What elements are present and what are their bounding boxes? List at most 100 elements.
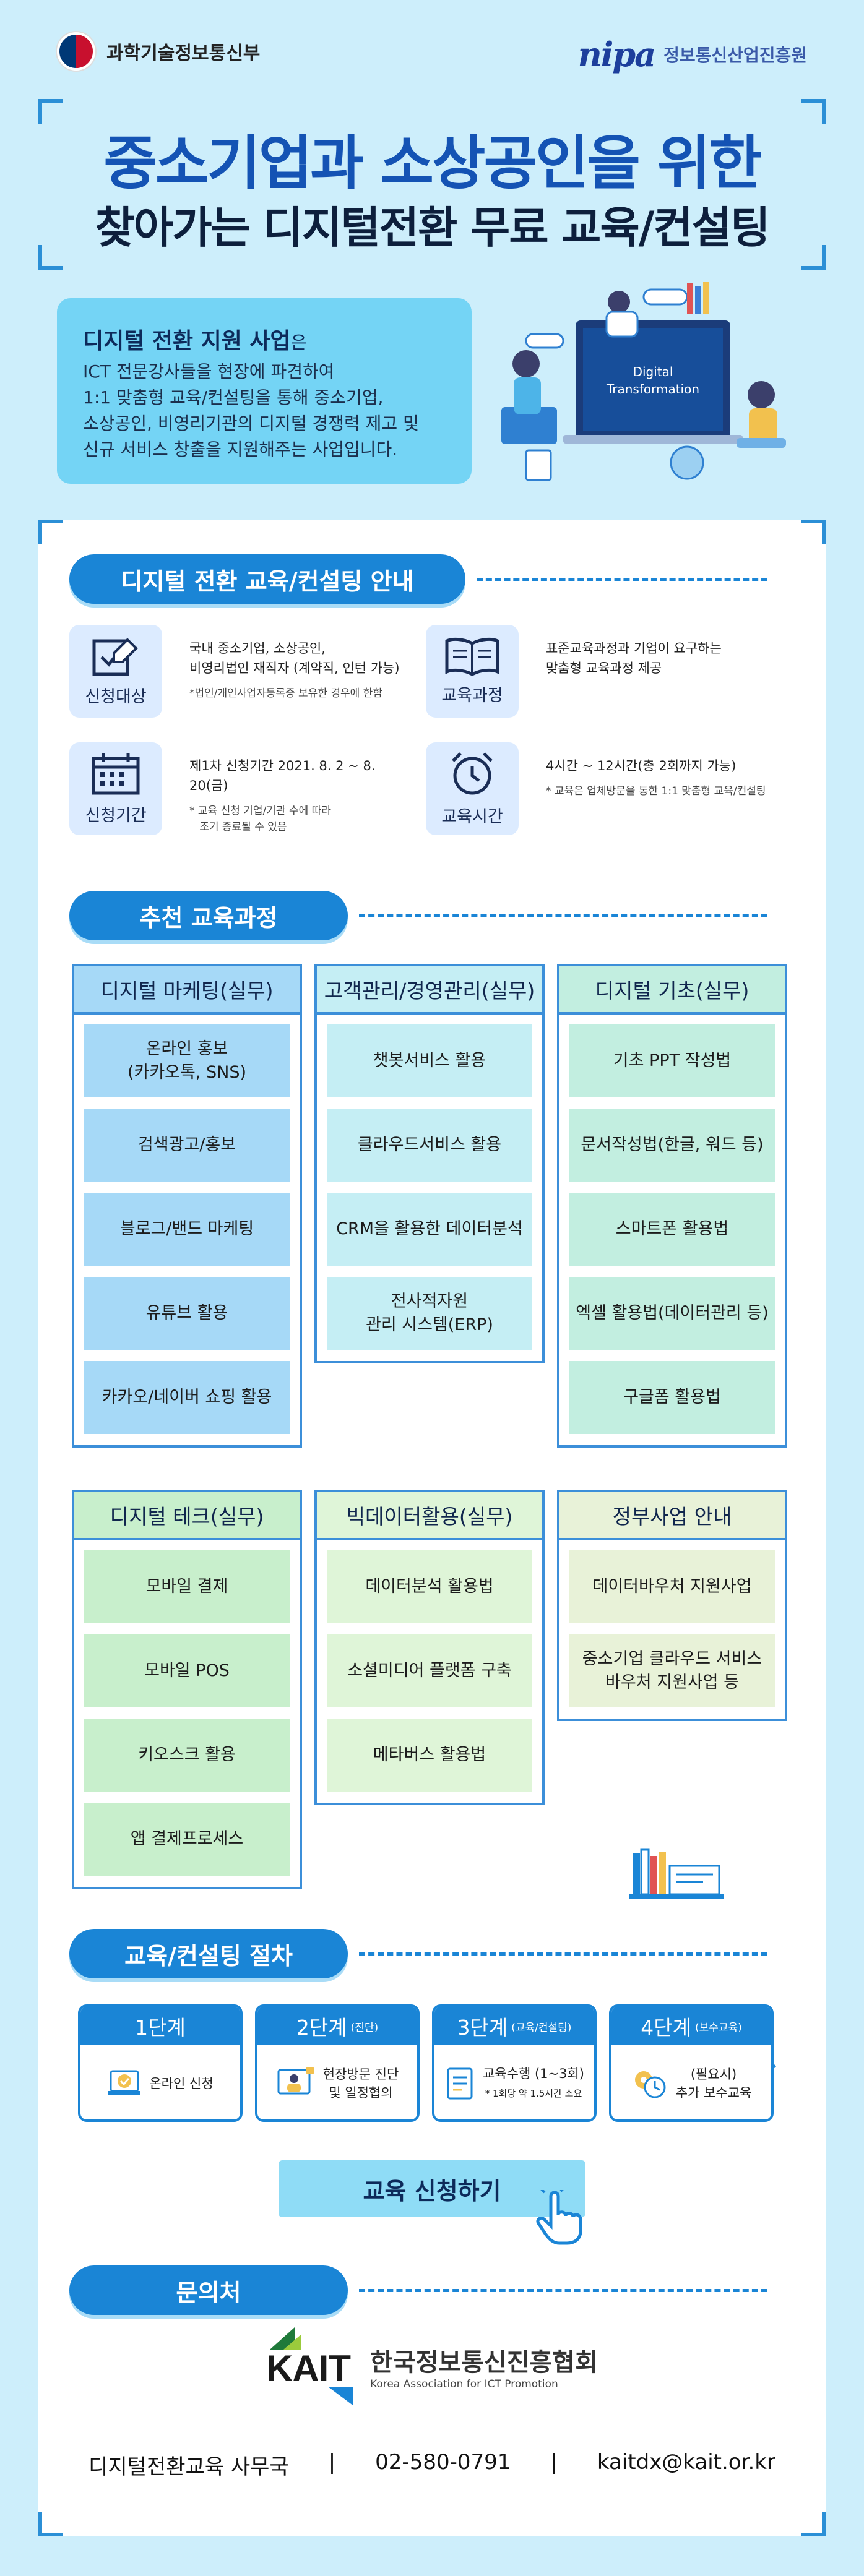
frame-corner xyxy=(801,2512,826,2536)
course-item: 카카오/네이버 쇼핑 활용 xyxy=(84,1361,290,1434)
intro-box: 디지털 전환 지원 사업은 ICT 전문강사들을 현장에 파견하여 1:1 맞춤… xyxy=(57,298,472,484)
course-label: 교육과정 xyxy=(441,685,503,705)
intro-text: ICT 전문강사들을 현장에 파견하여 1:1 맞춤형 교육/컨설팅을 통해 중… xyxy=(83,361,419,460)
separator: | xyxy=(328,2450,336,2475)
apply-button[interactable]: 교육 신청하기 xyxy=(279,2160,585,2217)
period-block: 신청기간 xyxy=(69,742,162,835)
course-item: 유튜브 활용 xyxy=(84,1277,290,1350)
course-column-title: 디지털 테크(실무) xyxy=(74,1492,300,1540)
course-item: 검색광고/홍보 xyxy=(84,1109,290,1182)
calendar-icon xyxy=(92,753,140,794)
taegeuk-emblem-icon xyxy=(57,32,95,71)
course-block: 교육과정 xyxy=(426,625,519,718)
ministry-logo: 과학기술정보통신부 xyxy=(57,32,260,71)
video-call-icon xyxy=(277,2067,314,2095)
course-item: 온라인 홍보 (카카오톡, SNS) xyxy=(84,1024,290,1097)
chevron-right-icon: › xyxy=(770,2055,777,2077)
apply-button-label: 교육 신청하기 xyxy=(363,2177,501,2205)
course-item: 데이터바우처 지원사업 xyxy=(569,1550,775,1623)
step-body: 교육수행 (1~3회)* 1회당 약 1.5시간 소요 xyxy=(434,2045,594,2119)
period-label: 신청기간 xyxy=(85,805,147,825)
guide-section-title: 디지털 전환 교육/컨설팅 안내 xyxy=(69,554,465,604)
courses-section-title: 추천 교육과정 xyxy=(69,891,348,940)
office-name: 디지털전환교육 사무국 xyxy=(89,2455,289,2479)
agency-name: 정보통신산업진흥원 xyxy=(663,45,807,66)
phone-number[interactable]: 02-580-0791 xyxy=(375,2450,511,2475)
step-title: 1단계 xyxy=(80,2007,240,2045)
course-item: 블로그/밴드 마케팅 xyxy=(84,1193,290,1266)
contact-line: 디지털전환교육 사무국 | 02-580-0791 | kaitdx@kait.… xyxy=(50,2450,814,2480)
course-item: 모바일 POS xyxy=(84,1634,290,1707)
course-item: CRM을 활용한 데이터분석 xyxy=(327,1193,532,1266)
frame-corner xyxy=(801,520,826,544)
kait-korean-name: 한국정보통신진흥협회 xyxy=(370,2348,598,2377)
target-label: 신청대상 xyxy=(85,687,147,706)
ministry-name: 과학기술정보통신부 xyxy=(106,43,261,64)
digital-transformation-illustration: Digital Transformation xyxy=(501,282,786,481)
course-column-title: 고객관리/경영관리(실무) xyxy=(317,966,542,1015)
course-column-title: 빅데이터활용(실무) xyxy=(317,1492,542,1540)
screen-text-1: Digital xyxy=(633,364,673,379)
main-subtitle: 찾아가는 디지털전환 무료 교육/컨설팅 xyxy=(95,202,770,253)
course-item: 메타버스 활용법 xyxy=(327,1719,532,1792)
kait-mark: KAIT xyxy=(266,2327,359,2405)
course-item: 구글폼 활용법 xyxy=(569,1361,775,1434)
alarm-clock-icon xyxy=(452,752,493,794)
course-item: 중소기업 클라우드 서비스 바우처 지원사업 등 xyxy=(569,1634,775,1707)
gear-clock-icon xyxy=(634,2071,666,2098)
course-item: 소셜미디어 플랫폼 구축 xyxy=(327,1634,532,1707)
step-title: 4단계(보수교육) xyxy=(611,2007,771,2045)
course-item: 클라우드서비스 활용 xyxy=(327,1109,532,1182)
frame-corner xyxy=(38,2512,63,2536)
time-block: 교육시간 xyxy=(426,742,519,835)
main-title: 중소기업과 소상공인을 위한 xyxy=(103,130,762,197)
nipa-logo: nipa 정보통신산업진흥원 xyxy=(578,35,807,74)
course-item: 엑셀 활용법(데이터관리 등) xyxy=(569,1277,775,1350)
kait-wordmark: KAIT xyxy=(266,2348,351,2389)
procedure-step: 4단계(보수교육) (필요시)추가 보수교육 xyxy=(609,2004,774,2122)
section-divider xyxy=(477,578,767,581)
kait-english-name: Korea Association for ICT Promotion xyxy=(370,2378,558,2390)
intro-heading: 디지털 전환 지원 사업은 xyxy=(83,328,307,354)
course-item: 모바일 결제 xyxy=(84,1550,290,1623)
pointer-hand-icon xyxy=(536,2190,582,2245)
checkbox-pencil-icon xyxy=(92,637,138,676)
kait-swoosh-icon xyxy=(328,2387,353,2405)
target-text: 국내 중소기업, 소상공인,비영리법인 재직자 (계약직, 인턴 가능) *법인… xyxy=(189,641,400,700)
course-item: 문서작성법(한글, 워드 등) xyxy=(569,1109,775,1182)
open-book-icon xyxy=(445,637,499,676)
laptop-check-icon xyxy=(108,2070,141,2095)
procedure-section-title: 교육/컨설팅 절차 xyxy=(69,1929,348,1978)
time-label: 교육시간 xyxy=(441,807,503,826)
email-link[interactable]: kaitdx@kait.or.kr xyxy=(597,2450,775,2475)
separator: | xyxy=(550,2450,558,2475)
contact-section-title: 문의처 xyxy=(69,2265,348,2315)
course-item: 스마트폰 활용법 xyxy=(569,1193,775,1266)
section-divider xyxy=(359,2289,767,2292)
target-block: 신청대상 xyxy=(69,625,162,718)
course-item: 챗봇서비스 활용 xyxy=(327,1024,532,1097)
course-item: 앱 결제프로세스 xyxy=(84,1803,290,1876)
section-divider xyxy=(359,1952,767,1956)
screen-text-2: Transformation xyxy=(606,382,699,397)
step-text: (필요시)추가 보수교육 xyxy=(675,2067,752,2100)
bookshelf-icon xyxy=(629,1848,724,1899)
frame-corner xyxy=(38,99,63,124)
course-item: 데이터분석 활용법 xyxy=(327,1550,532,1623)
section-divider xyxy=(359,914,767,917)
nipa-wordmark: nipa xyxy=(577,35,657,74)
kait-triangle-icon xyxy=(270,2327,301,2350)
